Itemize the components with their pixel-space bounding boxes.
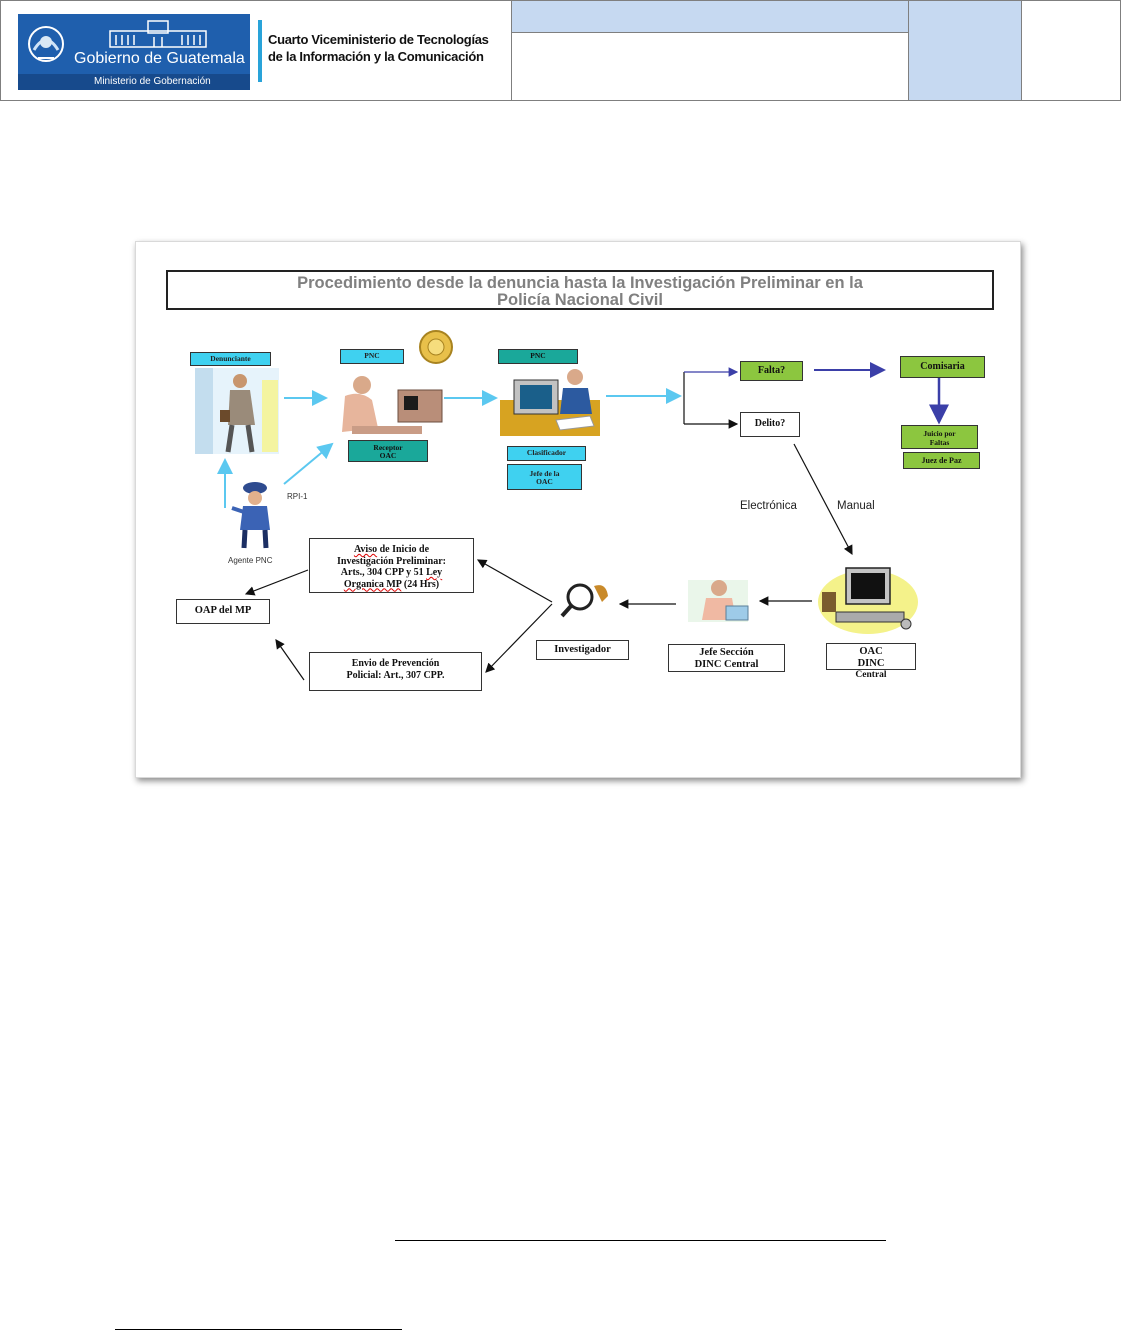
delito-box: Delito? xyxy=(740,412,800,437)
denunciante-illustration xyxy=(195,368,279,454)
arrow-delito-oac-dinc xyxy=(793,443,853,556)
aviso-hrs: (24 Hrs) xyxy=(401,578,440,590)
police-badge-icon xyxy=(419,330,453,364)
arrow-investigador-aviso xyxy=(476,559,553,603)
oac-dinc-box: OAC DINC Central xyxy=(826,643,916,680)
receptor-label: Receptor OAC xyxy=(348,440,428,462)
org-name-line1: Cuarto Viceministerio de Tecnologías xyxy=(268,32,489,47)
jefe-seccion-line2: DINC Central xyxy=(694,659,759,670)
receptor-label-line1: Receptor xyxy=(373,443,403,452)
header-code-cell xyxy=(908,0,1022,101)
coat-of-arms-icon xyxy=(28,26,64,62)
rpi-label: RPI-1 xyxy=(287,492,308,501)
arrow-investigador-envio xyxy=(485,603,553,673)
envio-line1: Envio de Prevención xyxy=(351,658,440,669)
signature-line xyxy=(395,1240,886,1241)
agente-illustration xyxy=(231,482,270,549)
oac-dinc-computer-illustration xyxy=(818,567,918,634)
juez-paz-box: Juez de Paz xyxy=(903,452,980,469)
org-name-line2: de la Información y la Comunicación xyxy=(268,49,484,64)
jefe-seccion-illustration xyxy=(688,580,749,622)
aviso-line3: Arts., 304 CPP y 51 xyxy=(340,567,427,578)
falta-box: Falta? xyxy=(740,361,803,381)
aviso-organica: Organica MP xyxy=(343,578,402,590)
arrow-aviso-oap xyxy=(244,569,309,596)
pnc-label-1: PNC xyxy=(340,349,404,364)
envio-line2: Policial: Art., 307 CPP. xyxy=(346,670,445,681)
aviso-line2: Investigación Preliminar: xyxy=(337,555,446,567)
jefe-oac-label-line2: OAC xyxy=(536,477,553,486)
oap-mp-box: OAP del MP xyxy=(176,599,270,624)
denunciante-label: Denunciante xyxy=(190,352,271,366)
diagram-title: Procedimiento desde la denuncia hasta la… xyxy=(166,270,994,310)
logo-subtitle: Ministerio de Gobernación xyxy=(94,76,211,87)
receptor-label-line2: OAC xyxy=(379,451,397,460)
aviso-inicio-box: Aviso de Inicio de Investigación Prelimi… xyxy=(309,538,474,593)
aviso-ley: Ley xyxy=(426,567,443,578)
org-divider xyxy=(258,20,262,82)
palace-icon xyxy=(109,20,207,48)
clasificador-illustration xyxy=(500,369,600,436)
pnc-label-2: PNC xyxy=(498,349,578,364)
envio-prevencion-box: Envio de Prevención Policial: Art., 307 … xyxy=(309,652,482,691)
electronica-label: Electrónica xyxy=(740,500,797,512)
aviso-line1-rest: de Inicio de xyxy=(377,544,430,555)
clasificador-label: Clasificador xyxy=(507,446,586,461)
arrow-agente-receptor xyxy=(283,442,334,485)
diagram-title-line1: Procedimiento desde la denuncia hasta la… xyxy=(297,274,863,292)
org-name: Cuarto Viceministerio de Tecnologías de … xyxy=(268,31,489,65)
oac-dinc-line2: DINC xyxy=(857,658,885,669)
diagram-title-line2: Policía Nacional Civil xyxy=(497,291,663,309)
oac-dinc-line1: OAC xyxy=(859,646,883,657)
jefe-oac-label-line1: Jefe de la xyxy=(529,469,560,478)
jefe-seccion-line1: Jefe Sección xyxy=(699,647,754,658)
agente-label: Agente PNC xyxy=(228,556,273,565)
oac-dinc-line3: Central xyxy=(855,670,887,680)
jefe-oac-label: Jefe de la OAC xyxy=(507,464,582,490)
aviso-word: Aviso xyxy=(353,544,378,555)
logo-title: Gobierno de Guatemala xyxy=(74,50,245,67)
arrow-envio-oap xyxy=(275,639,305,681)
investigador-box: Investigador xyxy=(536,640,629,660)
comisaria-box: Comisaria xyxy=(900,356,985,378)
jefe-seccion-box: Jefe Sección DINC Central xyxy=(668,644,785,672)
juicio-line1: Juicio por xyxy=(923,429,956,438)
manual-label: Manual xyxy=(837,500,875,512)
juicio-faltas-box: Juicio por Faltas xyxy=(901,425,978,449)
flow-diagram-frame xyxy=(135,241,1021,778)
investigador-illustration xyxy=(560,583,608,618)
receptor-illustration xyxy=(342,376,443,434)
juicio-line2: Faltas xyxy=(929,438,950,447)
document-header: Gobierno de Guatemala Ministerio de Gobe… xyxy=(0,0,1121,101)
